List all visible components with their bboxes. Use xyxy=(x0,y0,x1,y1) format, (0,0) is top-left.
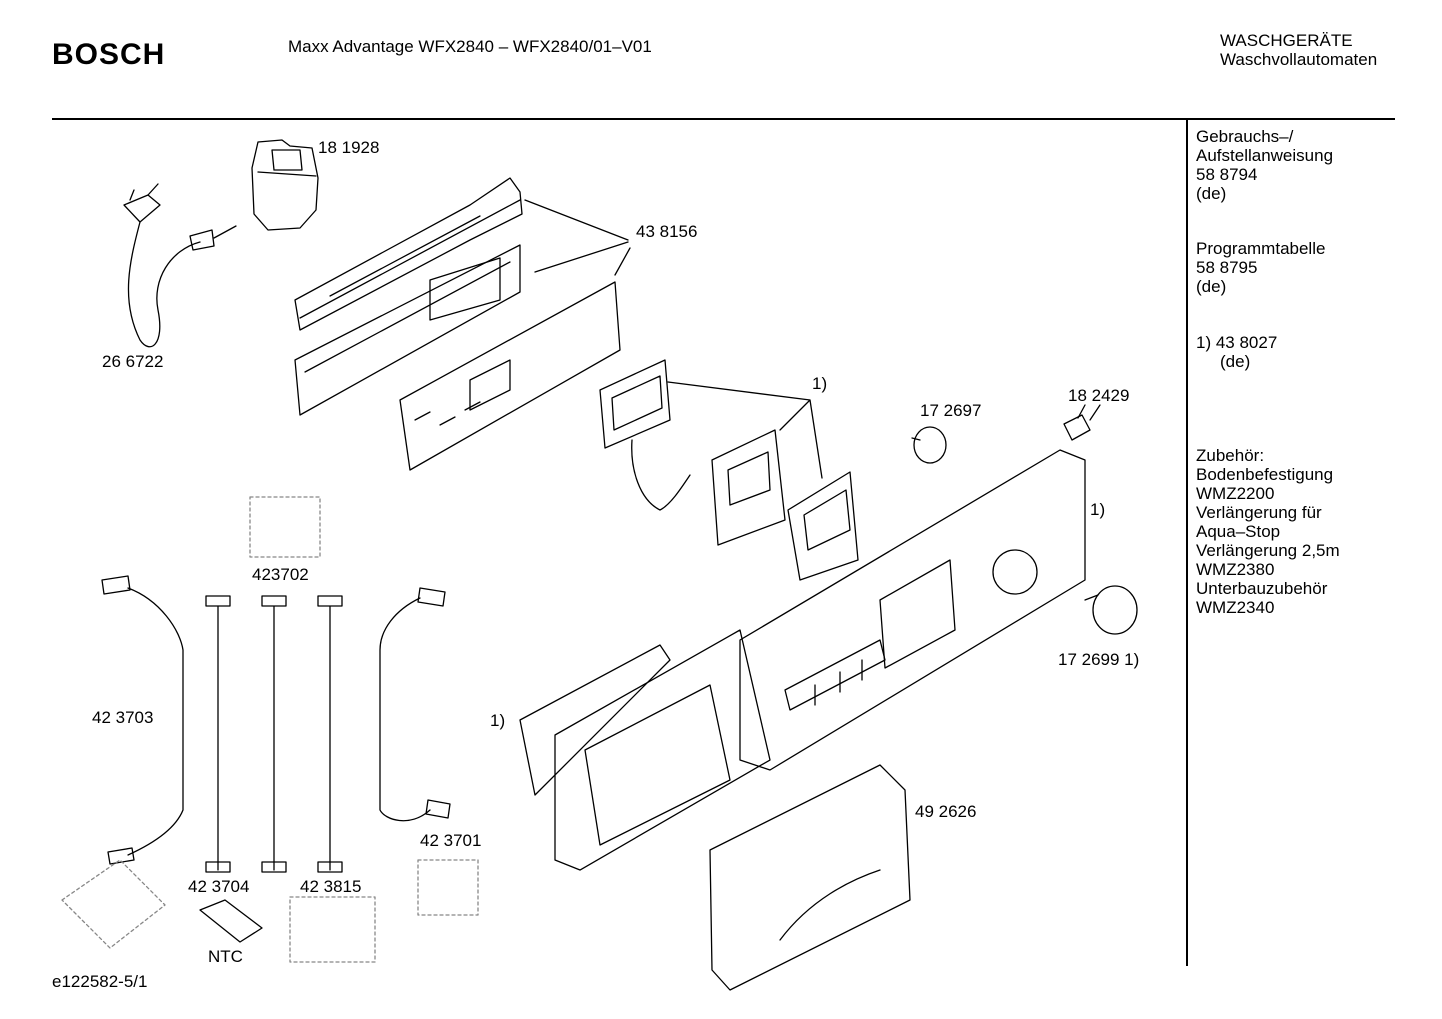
display-module-illustration xyxy=(599,359,859,581)
sidebar-divider xyxy=(1186,118,1188,966)
mains-cable-illustration xyxy=(123,183,237,348)
document-id: e122582-5/1 xyxy=(52,972,148,991)
part-label-423702: 423702 xyxy=(252,565,309,584)
header-divider xyxy=(52,118,1395,120)
control-frame-illustration xyxy=(294,177,523,416)
bosch-logo: BOSCH xyxy=(52,38,166,71)
category-title: WASCHGERÄTE xyxy=(1220,31,1353,50)
exploded-view-drawing xyxy=(61,139,1138,991)
footnote-marker-panel: 1) xyxy=(1090,500,1106,519)
part-label-423815: 42 3815 xyxy=(300,877,362,896)
footnote-marker-display: 1) xyxy=(812,374,828,393)
part-label-182429: 18 2429 xyxy=(1068,386,1130,405)
category-subtitle: Waschvollautomaten xyxy=(1220,50,1378,69)
part-label-266722: 26 6722 xyxy=(102,352,164,371)
suppressor-illustration xyxy=(251,139,319,231)
program-table-reference: Programmtabelle 58 8795 (de) xyxy=(1196,239,1326,296)
reference-boxes xyxy=(61,496,479,963)
part-label-ntc: NTC xyxy=(208,947,243,966)
model-title: Maxx Advantage WFX2840 – WFX2840/01–V01 xyxy=(288,37,652,56)
part-label-423704: 42 3704 xyxy=(188,877,250,896)
drawer-front-illustration xyxy=(709,764,911,991)
part-label-423701: 42 3701 xyxy=(420,831,482,850)
footnote-marker-tray: 1) xyxy=(490,711,506,730)
drawer-frame-illustration xyxy=(519,629,771,871)
accessories-list: Zubehör: Bodenbefestigung WMZ2200 Verlän… xyxy=(1196,446,1340,617)
leader-438156 xyxy=(524,199,631,276)
part-label-492626: 49 2626 xyxy=(915,802,977,821)
part-label-172699: 17 2699 1) xyxy=(1058,650,1140,669)
ntc-sensor-illustration xyxy=(199,899,263,943)
harness-illustration xyxy=(101,575,451,873)
part-label-438156: 43 8156 xyxy=(636,222,698,241)
part-label-423703: 42 3703 xyxy=(92,708,154,727)
footnote-reference: 1) 43 8027 (de) xyxy=(1196,333,1278,371)
manual-reference: Gebrauchs–/ Aufstellanweisung 58 8794 (d… xyxy=(1196,127,1334,203)
part-label-172697: 17 2697 xyxy=(920,401,982,420)
knob-illustration xyxy=(911,404,1138,635)
part-label-181928: 18 1928 xyxy=(318,138,380,157)
circuit-board-illustration xyxy=(399,281,621,471)
leader-182429 xyxy=(1077,404,1086,419)
control-panel-illustration xyxy=(739,449,1086,771)
